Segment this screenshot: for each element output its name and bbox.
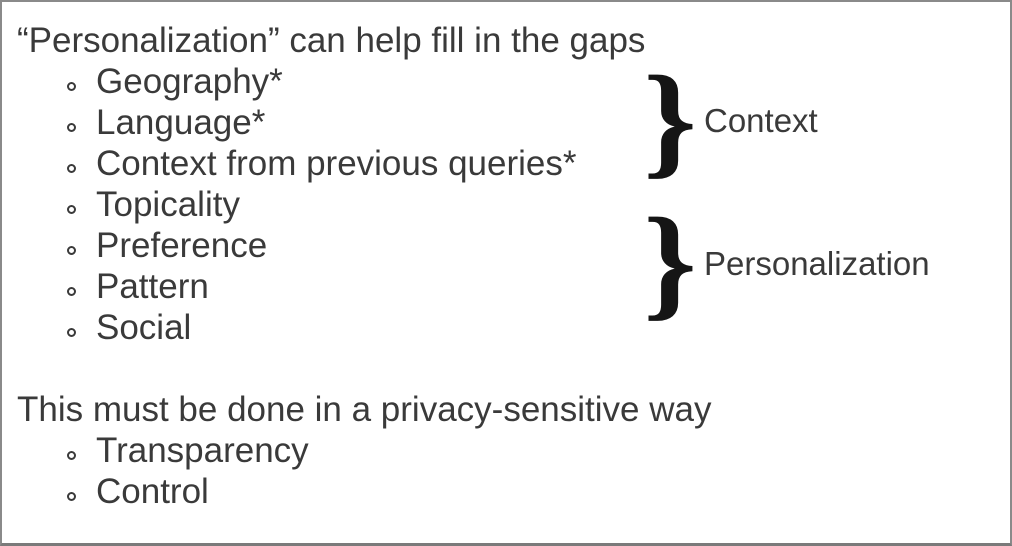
bullet-item-control: Control bbox=[2, 471, 1010, 512]
bullet-circle-icon bbox=[67, 246, 76, 255]
curly-brace-context-icon: } bbox=[643, 51, 697, 190]
bullet-circle-icon bbox=[67, 451, 76, 460]
bullet-item-social: Social bbox=[2, 307, 1010, 348]
bullet-item-transparency: Transparency bbox=[2, 430, 1010, 471]
bullet-label-pattern: Pattern bbox=[96, 267, 209, 306]
heading-personalization-gaps: “Personalization” can help fill in the g… bbox=[17, 21, 646, 60]
annotation-label-context: Context bbox=[704, 102, 818, 139]
bullet-circle-icon bbox=[67, 328, 76, 337]
bullet-label-geography: Geography* bbox=[96, 62, 283, 101]
bullet-label-topicality: Topicality bbox=[96, 185, 240, 224]
bullet-circle-icon bbox=[67, 492, 76, 501]
annotation-label-personalization: Personalization bbox=[704, 245, 930, 282]
heading-privacy-sensitive: This must be done in a privacy-sensitive… bbox=[17, 390, 712, 429]
bullet-label-transparency: Transparency bbox=[96, 431, 309, 470]
bullet-label-language: Language* bbox=[96, 103, 266, 142]
bullet-label-control: Control bbox=[96, 472, 209, 511]
bullet-item-topicality: Topicality bbox=[2, 184, 1010, 225]
bullet-item-language: Language* bbox=[2, 102, 1010, 143]
bullet-label-context-previous-queries: Context from previous queries* bbox=[96, 144, 577, 183]
blank-line bbox=[2, 348, 1010, 389]
bullet-circle-icon bbox=[67, 82, 76, 91]
bullet-item-preference: Preference bbox=[2, 225, 1010, 266]
bullet-circle-icon bbox=[67, 205, 76, 214]
bullet-label-social: Social bbox=[96, 308, 192, 347]
bullet-label-preference: Preference bbox=[96, 226, 268, 265]
slide-text-block: “Personalization” can help fill in the g… bbox=[2, 20, 1010, 512]
bullet-item-pattern: Pattern bbox=[2, 266, 1010, 307]
curly-brace-personalization-icon: } bbox=[643, 193, 697, 332]
bullet-item-context-previous-queries: Context from previous queries* bbox=[2, 143, 1010, 184]
bullet-circle-icon bbox=[67, 123, 76, 132]
bullet-circle-icon bbox=[67, 287, 76, 296]
bullet-circle-icon bbox=[67, 164, 76, 173]
bullet-item-geography: Geography* bbox=[2, 61, 1010, 102]
